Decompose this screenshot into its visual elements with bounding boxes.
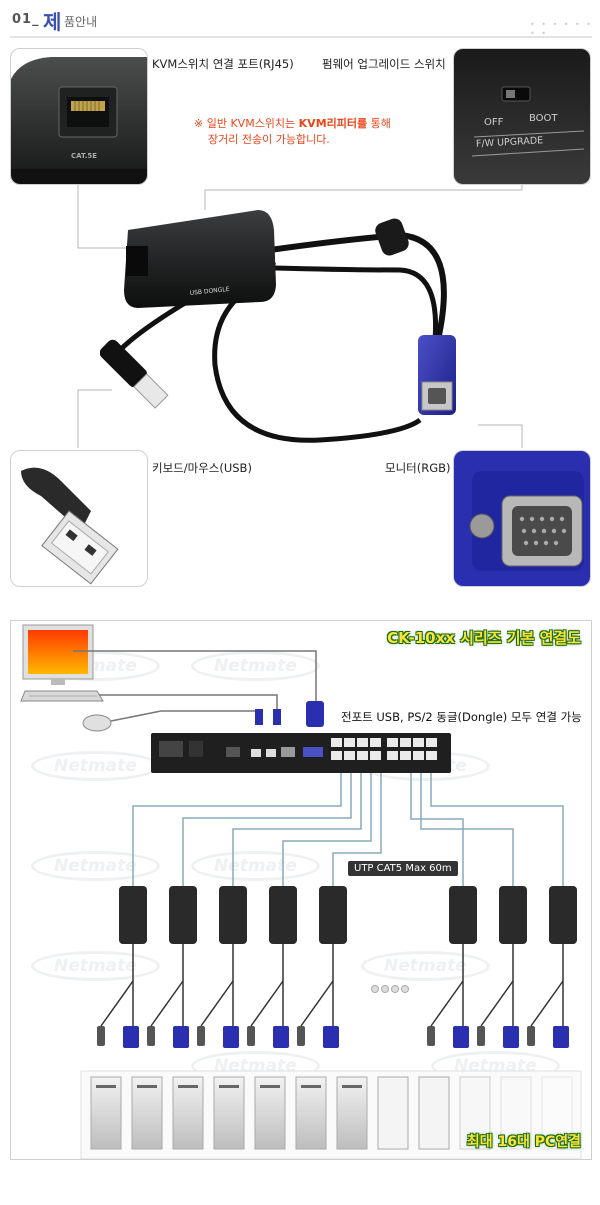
rj45-port-photo: CAT.5E — [10, 48, 148, 185]
diagram-title: CK-10xx 시리즈 기본 연결도 — [387, 629, 581, 647]
kvm-switch — [151, 733, 451, 773]
watermark: Netmate — [191, 851, 320, 881]
keyboard-icon — [20, 690, 104, 702]
vga-connector-illustration — [454, 451, 590, 586]
section-number: 01_ — [12, 12, 40, 27]
dongle-printed-text: USB DONGLE — [189, 286, 230, 297]
dongle-compat-note: 전포트 USB, PS/2 동글(Dongle) 모두 연결 가능 — [341, 710, 582, 724]
section-header: 01_ 제 품안내 • • • • • • • • — [0, 0, 600, 40]
rj45-port-label: KVM스위치 연결 포트(RJ45) — [152, 57, 294, 71]
switch-boot-text: BOOT — [529, 113, 558, 124]
section-title-initial: 제 — [43, 10, 62, 34]
notice-highlight: KVM리피터를 — [298, 117, 368, 130]
connection-diagram: Netmate Netmate Netmate Netmate Netmate … — [10, 620, 592, 1160]
vga-connector-photo — [453, 450, 591, 587]
switch-off-text: OFF — [484, 117, 504, 128]
kvm-dongle-cable: USB DONGLE — [100, 210, 456, 443]
monitor-label: 모니터(RGB) — [385, 461, 451, 475]
repeater-notice: ※ 일반 KVM스위치는 KVM리피터를 통해 장거리 전송이 가능합니다. — [194, 116, 391, 148]
mouse-icon — [82, 714, 112, 732]
watermark: Netmate — [361, 951, 490, 981]
notice-line-2: 장거리 전송이 가능합니다. — [208, 133, 330, 146]
watermark: Netmate — [31, 951, 160, 981]
watermark: Netmate — [191, 651, 320, 681]
section-title-rest: 품안내 — [64, 15, 98, 29]
vga-plugs — [123, 1026, 569, 1048]
diagram-drawing — [20, 624, 582, 1159]
rj45-port-illustration — [11, 57, 147, 184]
max-pc-caption: 최대 16대 PC연결 — [466, 1134, 581, 1150]
cable-spec-badge: UTP CAT5 Max 60m — [348, 861, 458, 876]
monitor-icon — [22, 624, 94, 685]
firmware-switch-label: 펌웨어 업그레이드 스위치 — [322, 57, 446, 71]
product-overview: CAT.5E KVM스위치 연결 포트(RJ45) 펌웨어 업그레이드 스위치 … — [0, 40, 600, 600]
header-dots: • • • • • • • • — [530, 20, 594, 38]
keyboard-mouse-label: 키보드/마우스(USB) — [152, 461, 252, 475]
more-dongles-dots — [371, 985, 409, 993]
header-divider — [10, 36, 592, 38]
usb-connector-photo — [10, 450, 148, 587]
kvm-dongles — [119, 886, 577, 944]
usb-plugs — [97, 1026, 535, 1046]
notice-line-1: ※ 일반 KVM스위치는 KVM리피터를 통해 — [194, 117, 391, 130]
watermark: Netmate — [31, 851, 160, 881]
usb-plug-illustration — [21, 467, 119, 585]
rj45-jack-text: CAT.5E — [71, 152, 98, 160]
callout-lines — [77, 185, 523, 448]
firmware-switch-photo: OFF BOOT F/W UPGRADE — [453, 48, 591, 185]
pc-towers — [80, 1070, 582, 1159]
firmware-switch-illustration — [454, 49, 590, 184]
